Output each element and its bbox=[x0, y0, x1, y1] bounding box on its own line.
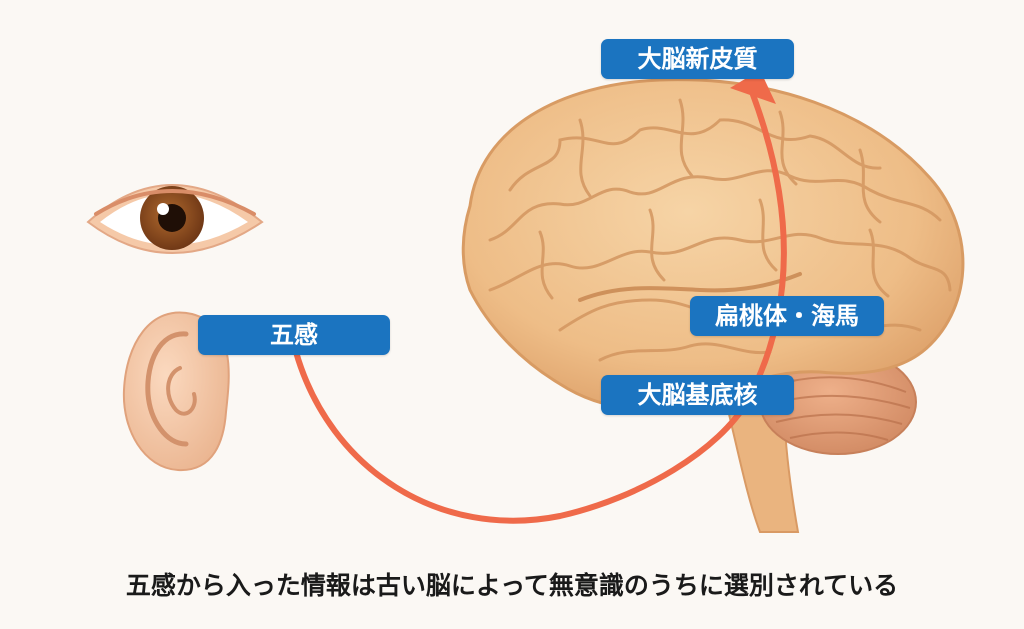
eye-icon bbox=[86, 184, 264, 254]
brain-stem bbox=[726, 408, 800, 533]
caption: 五感から入った情報は古い脳によって無意識のうちに選別されている bbox=[125, 571, 899, 600]
cerebrum bbox=[461, 78, 965, 412]
label-amygdala-hippocampus: 扁桃体・海馬 bbox=[690, 296, 884, 336]
arrow-head bbox=[730, 70, 776, 104]
label-basal-ganglia: 大脳基底核 bbox=[601, 375, 794, 415]
label-cerebral-cortex: 大脳新皮質 bbox=[601, 39, 794, 79]
signal-arrow bbox=[293, 89, 787, 524]
label-five-senses: 五感 bbox=[198, 315, 390, 355]
